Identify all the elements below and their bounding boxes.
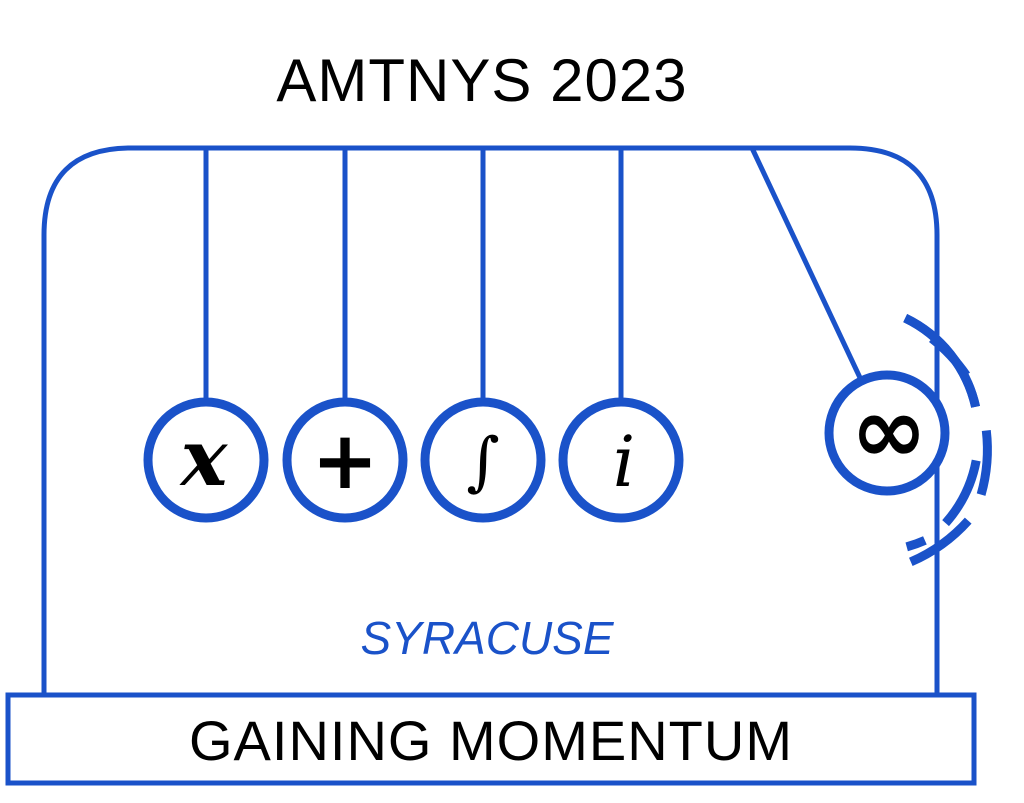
imaginary-i-symbol-icon: i	[613, 421, 635, 503]
ball-1: x	[143, 397, 269, 523]
x-symbol-icon: x	[179, 413, 229, 504]
ball-4: i	[558, 397, 684, 523]
integral-symbol-icon: ∫	[466, 425, 499, 499]
location-label: SYRACUSE	[360, 612, 614, 664]
string-swinging	[749, 146, 865, 384]
infinity-symbol-icon: ∞	[851, 377, 928, 484]
page-title: AMTNYS 2023	[276, 47, 687, 114]
cradle-frame	[41, 145, 940, 693]
ball-2: +	[282, 397, 408, 523]
plus-symbol-icon: +	[311, 414, 378, 507]
cradle-base	[5, 692, 977, 786]
tagline: GAINING MOMENTUM	[189, 709, 793, 772]
ball-3: ∫	[420, 397, 546, 523]
ball-swinging: ∞	[824, 370, 950, 496]
